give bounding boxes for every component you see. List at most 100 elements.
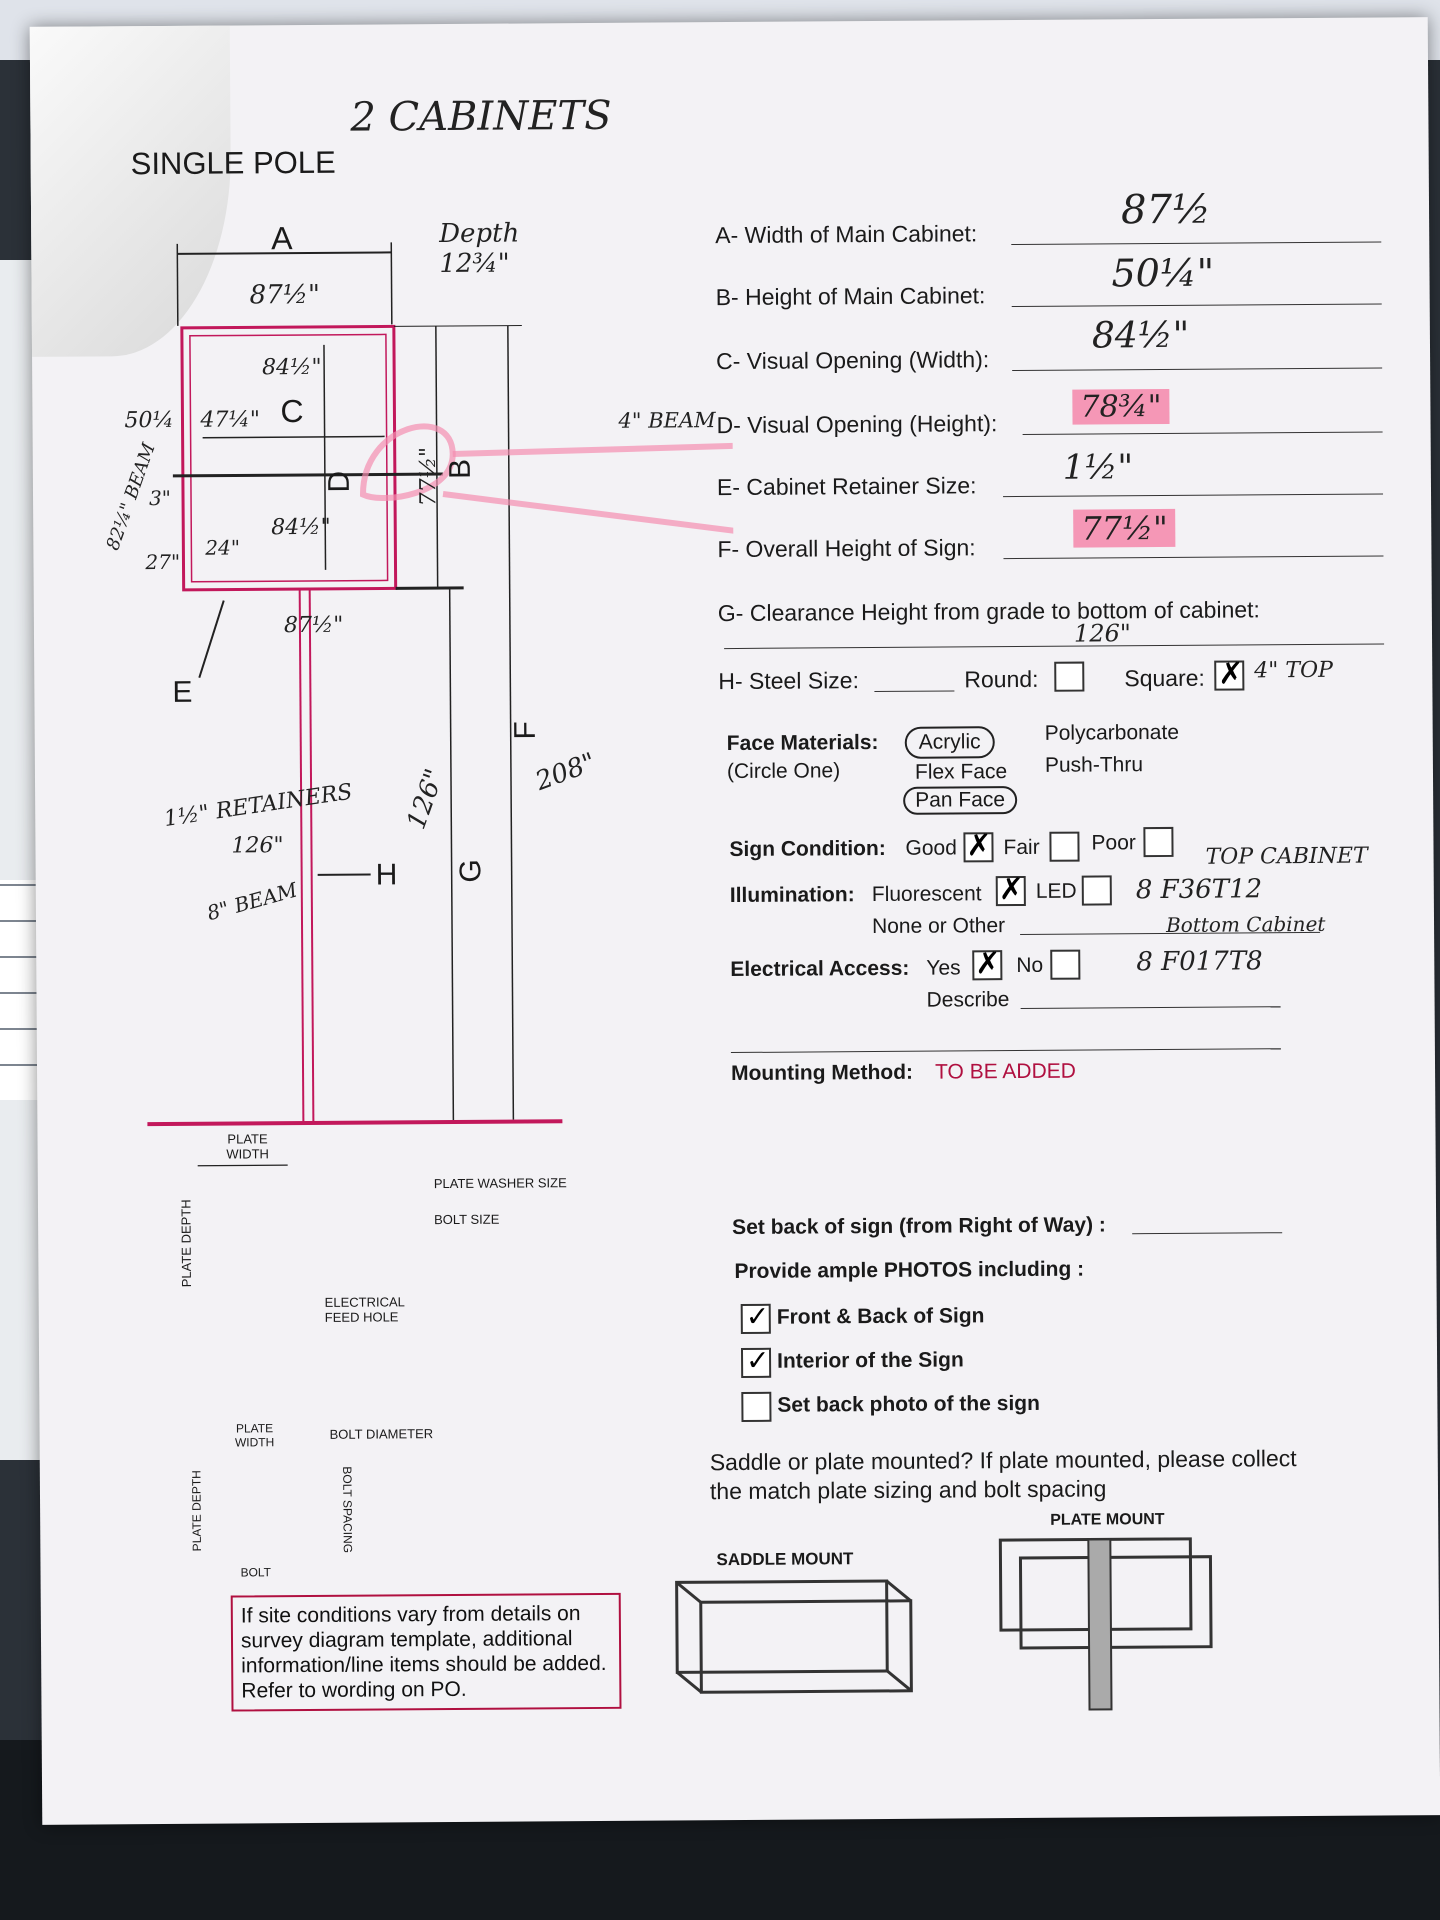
square-checkbox[interactable]: ✗: [1214, 657, 1245, 691]
saddle-mount-label: SADDLE MOUNT: [716, 1549, 854, 1570]
field-f-value[interactable]: 77½": [1073, 508, 1176, 548]
face-materials-sub: (Circle One): [726, 759, 841, 784]
illum-fluorescent-label: Fluorescent: [871, 882, 982, 907]
illum-led-checkbox[interactable]: [1081, 875, 1112, 906]
label-f: F: [508, 721, 542, 740]
electrical-yes-checkbox[interactable]: ✗: [972, 947, 1003, 981]
label-a: A: [271, 220, 293, 257]
electrical-describe-label: Describe: [926, 988, 1010, 1012]
note-b-value: 77½": [415, 446, 442, 507]
photos-title: Provide ample PHOTOS including :: [734, 1257, 1085, 1284]
round-checkbox[interactable]: [1054, 661, 1085, 692]
field-h-value[interactable]: 4" TOP: [1254, 657, 1333, 684]
label-b: B: [443, 458, 477, 480]
face-materials-label: Face Materials:: [726, 730, 879, 756]
illumination-label: Illumination:: [729, 883, 855, 908]
note-three: 3": [148, 485, 172, 511]
field-b-value[interactable]: 50¼": [1111, 250, 1215, 296]
photo-interior-checkbox[interactable]: ✓: [740, 1345, 772, 1378]
photo-front-label: Front & Back of Sign: [776, 1304, 985, 1329]
photo-front-checkbox[interactable]: ✓: [740, 1301, 771, 1334]
sign-diagram: [147, 242, 738, 1167]
face-option-pan[interactable]: Pan Face: [903, 786, 1018, 815]
plate1-width-label: PLATE WIDTH: [226, 1131, 269, 1162]
field-h-square-label: Square:: [1124, 664, 1205, 692]
field-a-label: A- Width of Main Cabinet:: [715, 220, 978, 249]
survey-sheet: SINGLE POLE 2 CABINETS: [29, 17, 1440, 1825]
condition-good-checkbox[interactable]: ✗: [963, 829, 994, 863]
site-conditions-note: If site conditions vary from details on …: [230, 1592, 622, 1712]
illum-fluorescent-checkbox[interactable]: ✗: [995, 873, 1026, 907]
field-d-line: [1022, 431, 1383, 435]
label-c: C: [280, 393, 304, 430]
plate1-hole-label: ELECTRICAL FEED HOLE: [324, 1294, 405, 1325]
field-e-value[interactable]: 1½": [1062, 447, 1134, 488]
plate2-spacing-label: BOLT SPACING: [340, 1466, 355, 1554]
field-c-value[interactable]: 84½": [1091, 314, 1190, 357]
field-g-value[interactable]: 126": [1073, 619, 1131, 648]
field-h-line: [874, 690, 955, 693]
field-d-value[interactable]: 78¾": [1072, 388, 1170, 425]
field-a-value[interactable]: 87½: [1120, 186, 1211, 234]
field-c-label: C- Visual Opening (Width):: [716, 346, 990, 375]
bolt-washer-label: PLATE WASHER SIZE: [433, 1175, 567, 1192]
note-four-beam: 4" BEAM: [618, 408, 716, 433]
mounting-label: Mounting Method:: [730, 1060, 914, 1086]
label-g: G: [454, 859, 488, 883]
field-g-line: [724, 643, 1385, 650]
face-option-push[interactable]: Push-Thru: [1044, 753, 1144, 777]
photo-setback-label: Set back photo of the sign: [777, 1391, 1040, 1417]
note-depth: Depth 12¾": [439, 218, 520, 280]
field-f-label: F- Overall Height of Sign:: [717, 534, 976, 563]
mounting-value: TO BE ADDED: [934, 1059, 1076, 1084]
illum-note-bottom: Bottom Cabinet: [1165, 911, 1326, 937]
face-option-acrylic[interactable]: Acrylic: [904, 726, 995, 759]
note-left-height: 50¼: [124, 407, 174, 434]
field-g-label: G- Clearance Height from grade to bottom…: [717, 596, 1260, 627]
label-d: D: [322, 470, 356, 493]
note-c-top: 84½": [262, 354, 322, 381]
face-option-poly[interactable]: Polycarbonate: [1044, 720, 1180, 745]
condition-fair-label: Fair: [1003, 835, 1040, 860]
setback-line: [1132, 1232, 1283, 1235]
bolt-size-label: BOLT SIZE: [434, 1211, 500, 1228]
illum-led-label: LED: [1035, 879, 1077, 903]
x-mark-icon: ✗: [975, 947, 1001, 981]
plate2-bolt-label: BOLT: [240, 1565, 272, 1580]
plate-mount-label: PLATE MOUNT: [1050, 1511, 1165, 1529]
note-a-width: 87½": [249, 279, 320, 311]
x-mark-icon: ✗: [966, 829, 992, 863]
plate1-depth-label: PLATE DEPTH: [178, 1199, 194, 1288]
plate2-width-label: PLATE WIDTH: [234, 1421, 275, 1450]
field-e-line: [1003, 493, 1384, 498]
field-c-line: [1012, 367, 1383, 372]
note-twenty-seven: 27": [145, 549, 181, 575]
field-e-label: E- Cabinet Retainer Size:: [716, 472, 977, 501]
electrical-no-label: No: [1016, 953, 1044, 978]
field-b-line: [1011, 303, 1382, 308]
condition-poor-label: Poor: [1091, 831, 1136, 855]
note-c-bottom: 84½": [271, 514, 331, 541]
describe-line-2: [730, 1048, 1281, 1054]
x-mark-icon: ✗: [998, 872, 1025, 907]
plate2-depth-label: PLATE DEPTH: [189, 1470, 204, 1552]
electrical-yes-label: Yes: [926, 956, 961, 980]
note-retainers-value: 126": [231, 833, 284, 859]
checkmark-icon: ✓: [745, 1344, 770, 1376]
electrical-note: 8 F017T8: [1136, 946, 1263, 978]
describe-line: [1020, 1006, 1281, 1010]
condition-poor-checkbox[interactable]: [1143, 826, 1174, 858]
checkmark-icon: ✓: [745, 1300, 770, 1332]
plate2-diameter-label: BOLT DIAMETER: [329, 1426, 434, 1442]
saddle-question: Saddle or plate mounted? If plate mounte…: [709, 1445, 1297, 1505]
condition-fair-checkbox[interactable]: [1049, 831, 1080, 862]
photo-setback-checkbox[interactable]: [741, 1391, 772, 1422]
field-a-line: [1011, 241, 1382, 246]
x-mark-icon: ✗: [1218, 657, 1244, 691]
electrical-no-checkbox[interactable]: [1050, 949, 1081, 980]
field-b-label: B- Height of Main Cabinet:: [715, 282, 986, 311]
face-option-flex[interactable]: Flex Face: [914, 760, 1008, 784]
setback-label: Set back of sign (from Right of Way) :: [732, 1213, 1106, 1240]
photo-interior-label: Interior of the Sign: [776, 1348, 964, 1373]
sign-condition-label: Sign Condition:: [729, 836, 886, 862]
